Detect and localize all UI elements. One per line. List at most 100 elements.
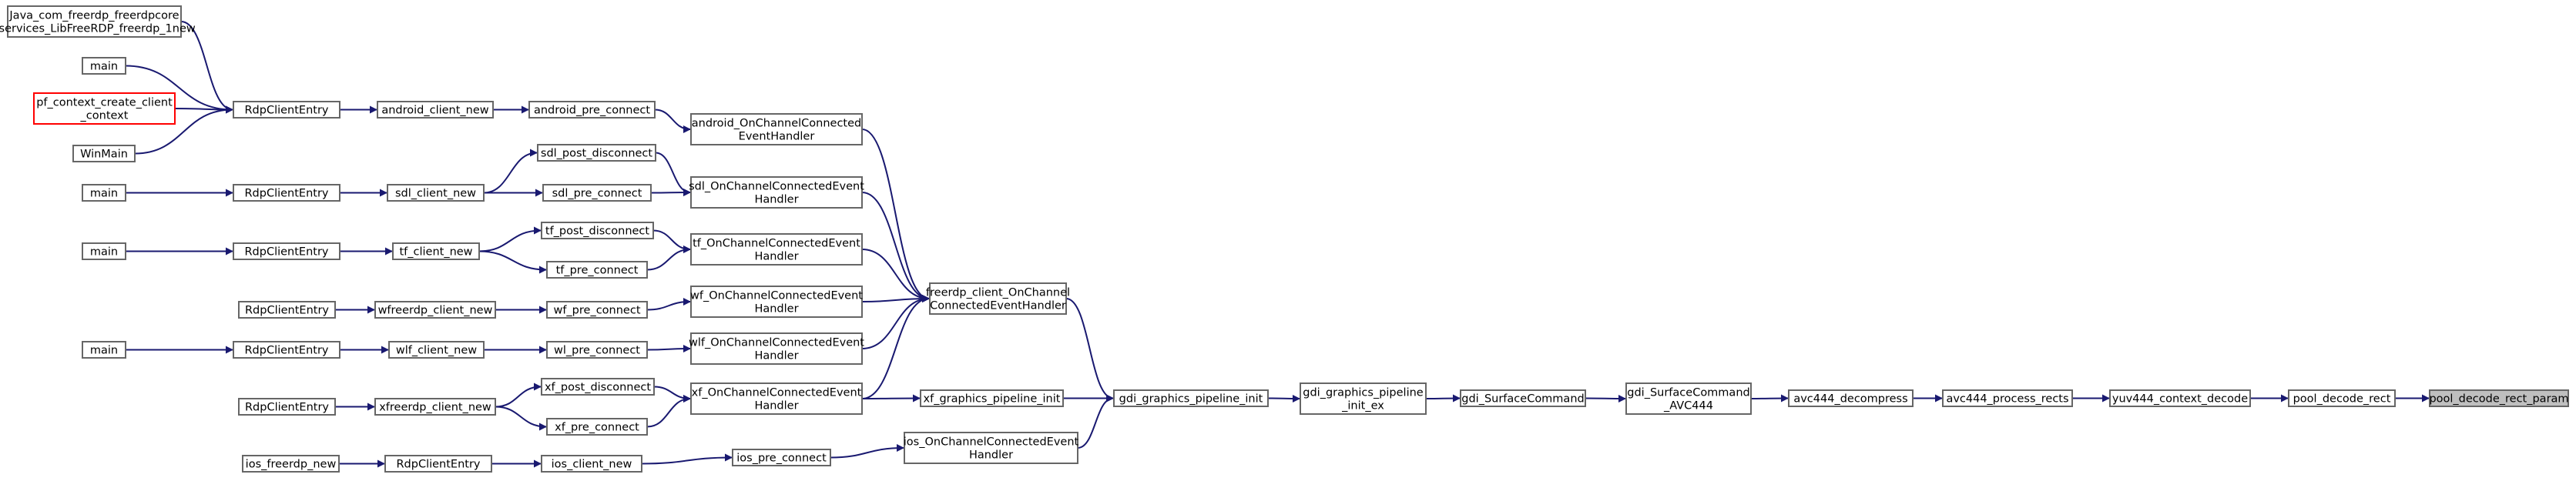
node-label: yuv444_context_decode <box>2112 393 2248 406</box>
node-box <box>387 184 485 202</box>
node-android-pre-connect[interactable]: android_pre_connect <box>528 101 656 119</box>
node-rdp-f[interactable]: RdpClientEntry <box>238 398 336 416</box>
node-winmain[interactable]: WinMain <box>72 145 136 162</box>
node-main-b[interactable]: main <box>82 184 126 202</box>
edge-xf_onchannel-to-freerdp_client_onchannel <box>861 295 930 399</box>
node-rdp-d[interactable]: RdpClientEntry <box>238 301 336 319</box>
node-rdp-c[interactable]: RdpClientEntry <box>233 242 340 260</box>
node-label: pool_decode_rect <box>2293 393 2391 406</box>
node-box <box>1460 389 1586 407</box>
node-label: pf_context_create_client <box>36 97 173 109</box>
node-xf-graphics-pipeline-init[interactable]: xf_graphics_pipeline_init <box>920 389 1064 407</box>
node-gdi-graphics-pipeline-init-ex[interactable]: gdi_graphics_pipeline_init_ex <box>1300 382 1427 415</box>
edge-winmain-to-rdp_a <box>134 105 233 155</box>
node-wfreerdp-client-new[interactable]: wfreerdp_client_new <box>374 301 496 319</box>
node-box <box>541 455 642 473</box>
node-label: ios_OnChannelConnectedEvent <box>904 436 1079 449</box>
node-box <box>238 301 336 319</box>
node-tf-post-disconnect[interactable]: tf_post_disconnect <box>541 222 654 239</box>
node-sdl-post-disconnect[interactable]: sdl_post_disconnect <box>537 144 656 162</box>
node-box <box>82 57 126 75</box>
node-avc444-process-rects[interactable]: avc444_process_rects <box>1942 389 2073 407</box>
node-pool-decode-rect[interactable]: pool_decode_rect <box>2288 389 2396 407</box>
node-label: RdpClientEntry <box>244 105 328 117</box>
node-rdp-g[interactable]: RdpClientEntry <box>384 455 492 473</box>
node-label: gdi_SurfaceCommand <box>1461 393 1584 406</box>
node-sdl-client-new[interactable]: sdl_client_new <box>387 184 485 202</box>
node-wlf-client-new[interactable]: wlf_client_new <box>388 341 485 359</box>
node-label: pool_decode_rect_param <box>2429 393 2568 406</box>
node-box <box>542 184 652 202</box>
node-box <box>82 341 126 359</box>
node-box <box>242 455 340 473</box>
node-ios-freerdp-new[interactable]: ios_freerdp_new <box>242 455 340 473</box>
node-label: RdpClientEntry <box>244 246 328 259</box>
node-label: freerdp_client_OnChannel <box>926 287 1070 299</box>
node-yuv444-context-decode[interactable]: yuv444_context_decode <box>2109 389 2251 407</box>
node-label: RdpClientEntry <box>245 305 329 317</box>
edge-java_com-to-rdp_a <box>180 21 233 114</box>
node-gdi-surfacecommand-avc444[interactable]: gdi_SurfaceCommand_AVC444 <box>1625 382 1752 415</box>
node-box <box>233 101 340 119</box>
node-rdp-a[interactable]: RdpClientEntry <box>233 101 340 119</box>
node-xfreerdp-client-new[interactable]: xfreerdp_client_new <box>374 398 496 416</box>
node-ios-client-new[interactable]: ios_client_new <box>541 455 642 473</box>
node-label: android_OnChannelConnected <box>692 118 862 130</box>
node-label: Handler <box>754 303 798 316</box>
edge-sdl_client_new-to-sdl_post_disconnect <box>483 149 538 194</box>
node-avc444-decompress[interactable]: avc444_decompress <box>1788 389 1914 407</box>
node-box <box>72 145 136 162</box>
node-label: RdpClientEntry <box>244 188 328 200</box>
node-label: xfreerdp_client_new <box>379 402 491 414</box>
node-freerdp-client-onchannel[interactable]: freerdp_client_OnChannelConnectedEventHa… <box>926 282 1070 315</box>
node-label: RdpClientEntry <box>244 345 328 357</box>
edge-tf_post_disconnect-to-tf_onchannel <box>652 229 691 253</box>
node-box <box>732 449 831 466</box>
node-android-client-new[interactable]: android_client_new <box>377 101 494 119</box>
node-rdp-e[interactable]: RdpClientEntry <box>233 341 340 359</box>
node-box <box>1113 389 1269 407</box>
node-tf-client-new[interactable]: tf_client_new <box>392 242 480 260</box>
node-main-c[interactable]: main <box>82 242 126 260</box>
node-box <box>233 341 340 359</box>
node-label: sdl_post_disconnect <box>541 148 653 160</box>
node-box <box>546 301 648 319</box>
node-gdi-graphics-pipeline-init[interactable]: gdi_graphics_pipeline_init <box>1113 389 1269 407</box>
node-xf-post-disconnect[interactable]: xf_post_disconnect <box>541 378 655 396</box>
node-label: _services_LibFreeRDP_freerdp_1new <box>0 23 196 35</box>
node-label: tf_OnChannelConnectedEvent <box>693 238 860 250</box>
node-main-a[interactable]: main <box>82 57 126 75</box>
edge-xf_pre_connect-to-xf_onchannel <box>646 395 691 428</box>
node-pool-decode-rect-param: pool_decode_rect_param <box>2429 389 2569 407</box>
node-pf-context[interactable]: pf_context_create_client_context <box>33 92 176 125</box>
node-box <box>546 418 648 436</box>
node-label: Handler <box>754 194 798 206</box>
node-java-com[interactable]: Java_com_freerdp_freerdpcore_services_Li… <box>0 5 196 38</box>
node-label: xf_OnChannelConnectedEvent <box>692 387 862 399</box>
node-label: android_pre_connect <box>534 105 650 117</box>
node-gdi-surfacecommand[interactable]: gdi_SurfaceCommand <box>1460 389 1586 407</box>
node-wf-pre-connect[interactable]: wf_pre_connect <box>546 301 648 319</box>
node-xf-pre-connect[interactable]: xf_pre_connect <box>546 418 648 436</box>
node-label: ConnectedEventHandler <box>930 300 1066 312</box>
node-label: WinMain <box>80 149 128 161</box>
node-tf-pre-connect[interactable]: tf_pre_connect <box>546 261 648 279</box>
node-box <box>541 222 654 239</box>
node-ios-pre-connect[interactable]: ios_pre_connect <box>732 449 831 466</box>
node-sdl-pre-connect[interactable]: sdl_pre_connect <box>542 184 652 202</box>
node-label: ios_client_new <box>552 459 632 471</box>
edge-tf_pre_connect-to-tf_onchannel <box>646 246 691 271</box>
node-label: wlf_OnChannelConnectedEvent <box>689 337 864 349</box>
edge-wf_onchannel-to-freerdp_client_onchannel <box>861 295 930 303</box>
node-wl-pre-connect[interactable]: wl_pre_connect <box>546 341 648 359</box>
node-rdp-b[interactable]: RdpClientEntry <box>233 184 340 202</box>
node-main-d[interactable]: main <box>82 341 126 359</box>
edge-ios_pre_connect-to-ios_onchannel <box>830 444 904 459</box>
